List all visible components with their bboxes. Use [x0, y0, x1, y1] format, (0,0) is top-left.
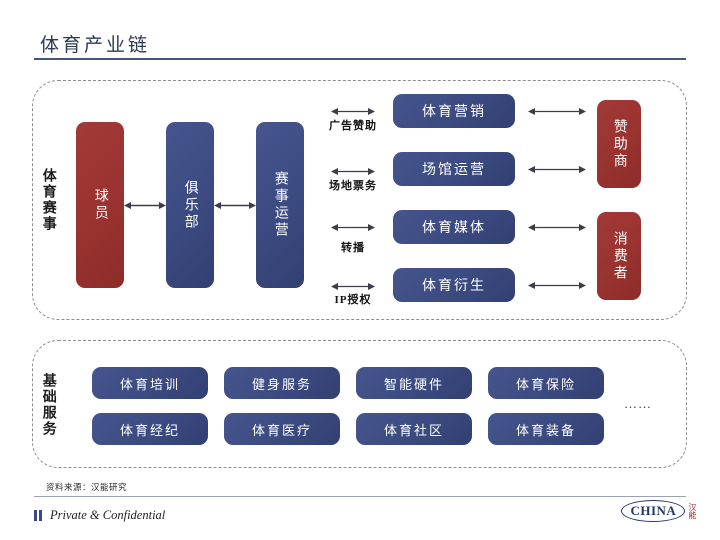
page-title: 体育产业链 [40, 35, 151, 56]
node-consumer[interactable]: 消费者 [597, 212, 641, 300]
arrow-player-club [124, 200, 166, 211]
arrow-venue-sponsor [528, 164, 586, 175]
node-sports-marketing[interactable]: 体育营销 [393, 94, 515, 128]
node-sports-equipment[interactable]: 体育装备 [488, 413, 604, 445]
events-section-panel [32, 80, 687, 320]
node-club[interactable]: 俱乐部 [166, 122, 214, 288]
node-player[interactable]: 球员 [76, 122, 124, 288]
node-sports-media[interactable]: 体育媒体 [393, 210, 515, 244]
node-sports-agency[interactable]: 体育经纪 [92, 413, 208, 445]
double-bar-icon [34, 509, 43, 521]
node-sports-community[interactable]: 体育社区 [356, 413, 472, 445]
basic-services-ellipsis: …… [624, 396, 652, 411]
caption-venue-ticketing: 场地票务 [329, 180, 377, 192]
arrow-marketing-sponsor [528, 106, 586, 117]
caption-broadcast: 转播 [341, 242, 365, 254]
source-note: 资料来源：汉能研究 [46, 482, 128, 492]
node-sports-medical[interactable]: 体育医疗 [224, 413, 340, 445]
caption-ip-licensing: IP授权 [334, 294, 372, 306]
brand-name: CHINA [630, 503, 677, 518]
basic-services-label: 基础服务 [40, 373, 56, 437]
arrow-advertising-sponsorship [331, 106, 375, 117]
confidentiality-notice: Private & Confidential [50, 507, 166, 522]
node-sports-insurance[interactable]: 体育保险 [488, 367, 604, 399]
node-venue-operation[interactable]: 场馆运营 [393, 152, 515, 186]
basic-services-panel [32, 340, 687, 468]
arrow-derivatives-consumer [528, 280, 586, 291]
node-sports-derivatives[interactable]: 体育衍生 [393, 268, 515, 302]
brand-name-cn: 汉能 [688, 503, 697, 519]
title-divider [34, 58, 686, 60]
arrow-venue-ticketing [331, 166, 375, 177]
arrow-club-event-operation [214, 200, 256, 211]
node-smart-hardware[interactable]: 智能硬件 [356, 367, 472, 399]
arrow-broadcast [331, 222, 375, 233]
events-section-label: 体育赛事 [40, 168, 56, 232]
footer-bar: Private & Confidential [34, 503, 434, 527]
caption-advertising-sponsorship: 广告赞助 [329, 120, 377, 132]
node-event-operation[interactable]: 赛事运营 [256, 122, 304, 288]
arrow-ip-licensing [331, 281, 375, 292]
node-sponsor[interactable]: 赞助商 [597, 100, 641, 188]
brand-logo: CHINA 汉能 [621, 500, 697, 522]
node-sports-training[interactable]: 体育培训 [92, 367, 208, 399]
brand-ellipse-icon: CHINA [621, 500, 686, 522]
footer-divider [34, 496, 686, 497]
node-fitness-service[interactable]: 健身服务 [224, 367, 340, 399]
arrow-media-consumer [528, 222, 586, 233]
